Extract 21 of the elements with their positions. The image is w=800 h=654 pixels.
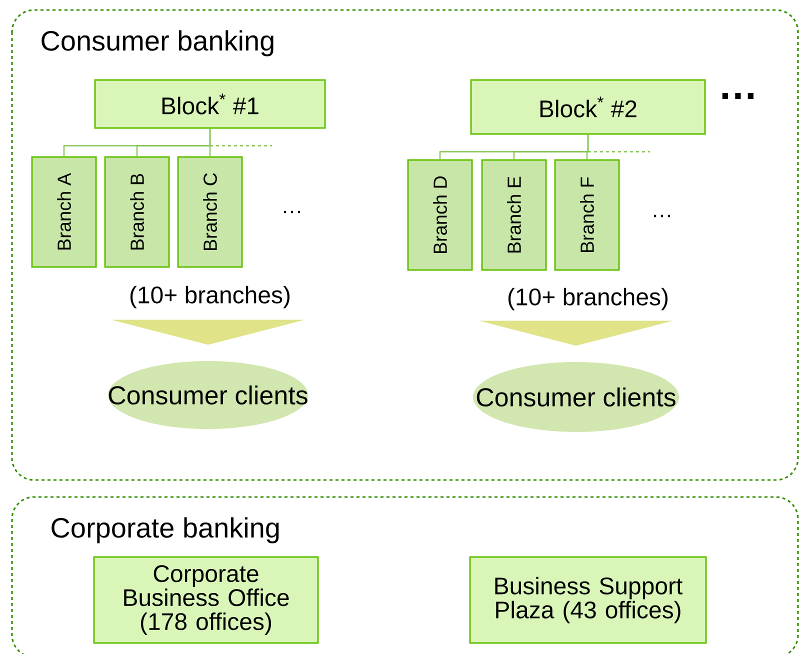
connector-line	[586, 134, 589, 160]
branch-box: Branch E	[481, 159, 547, 271]
office-box: Business Support Plaza (43 offices)	[469, 556, 707, 644]
ellipsis: …	[654, 214, 670, 218]
branch-box: Branch D	[407, 159, 473, 271]
block-box: Block$^{*}$ #2	[470, 79, 706, 135]
branch-box: Branch A	[31, 156, 97, 268]
ellipsis: …	[722, 93, 754, 99]
funnel-arrow	[111, 320, 305, 345]
branch-box: Branch F	[554, 159, 620, 271]
funnel-arrow	[479, 320, 673, 346]
branch-box: Branch B	[104, 156, 170, 268]
block-box: Block$^{*}$ #1	[94, 79, 326, 129]
connector-line	[210, 145, 272, 146]
connector-line	[209, 128, 211, 156]
branch-count: (10+ branches)	[508, 288, 668, 310]
connector-line	[588, 151, 650, 152]
office-box: Corporate Business Office (178 offices)	[93, 556, 319, 644]
ellipsis: …	[284, 210, 300, 214]
branch-count: (10+ branches)	[130, 286, 290, 308]
branch-box: Branch C	[177, 156, 243, 268]
